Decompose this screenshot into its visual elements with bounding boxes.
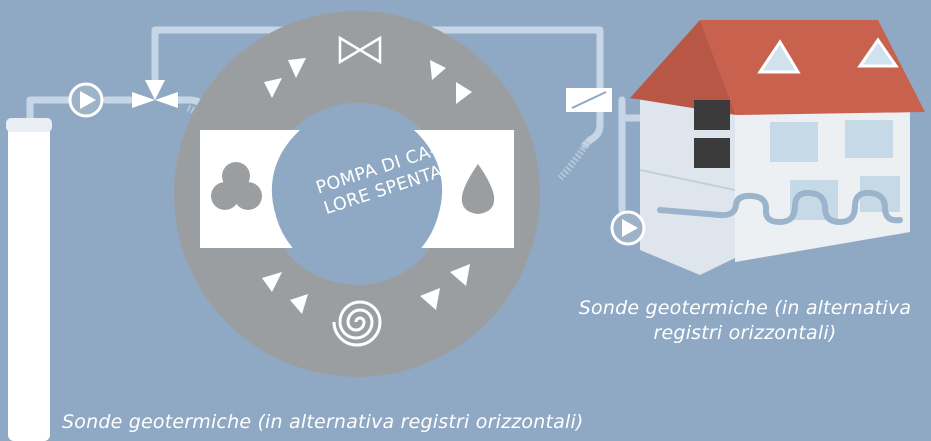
water-drop-icon: [461, 164, 495, 214]
spiral-compressor-icon: [332, 300, 382, 347]
heat-exchanger-icon: [566, 88, 612, 112]
house-caption-line-2: registri orizzontali): [653, 321, 837, 344]
flow-arrows: [262, 58, 472, 314]
pump-left-arrow-icon: [80, 91, 96, 109]
arrow-bl-1: [262, 272, 282, 292]
probe-tube: [8, 118, 50, 441]
ring-inner: [273, 110, 441, 278]
house-caption: Sonde geotermiche (in alternativa regist…: [560, 296, 930, 345]
pump-right-arrow-icon: [622, 219, 638, 237]
house-roof-front: [700, 20, 925, 115]
circulation-pump-left: [68, 82, 104, 118]
pipe-left-vertical: [26, 96, 72, 129]
window-1: [770, 122, 818, 162]
circulation-pump-right: [610, 210, 646, 246]
three-circles-icon: [211, 162, 262, 210]
radiator-lower: [694, 138, 730, 168]
probe-cap: [6, 118, 52, 132]
expansion-valve-icon: [338, 35, 382, 65]
arrow-br-1: [420, 288, 440, 310]
corrugated-right: [557, 140, 591, 181]
underfloor-heating-coil: [657, 189, 903, 226]
arrow-tl-2: [288, 58, 306, 78]
arrow-bl-2: [290, 294, 308, 314]
arrow-tr-2: [456, 82, 472, 104]
house-caption-line-1: Sonde geotermiche (in alternativa: [578, 297, 912, 319]
arrow-br-2: [450, 264, 470, 286]
window-2: [845, 120, 893, 158]
three-way-valve-icon: [132, 80, 178, 108]
radiator-upper: [694, 100, 730, 130]
house-floor-line: [639, 169, 736, 191]
dormer-window-2: [857, 37, 899, 68]
borehole-probe: [6, 118, 52, 441]
bottom-caption: Sonde geotermiche (in alternativa regist…: [62, 411, 584, 433]
house-roof-side: [630, 20, 736, 115]
arrow-tl-1: [264, 78, 282, 98]
house-illustration: [630, 20, 925, 275]
dormer-window-1: [757, 39, 801, 74]
pipe-exchanger-down: [581, 108, 604, 149]
arrow-tr-1: [430, 60, 446, 80]
